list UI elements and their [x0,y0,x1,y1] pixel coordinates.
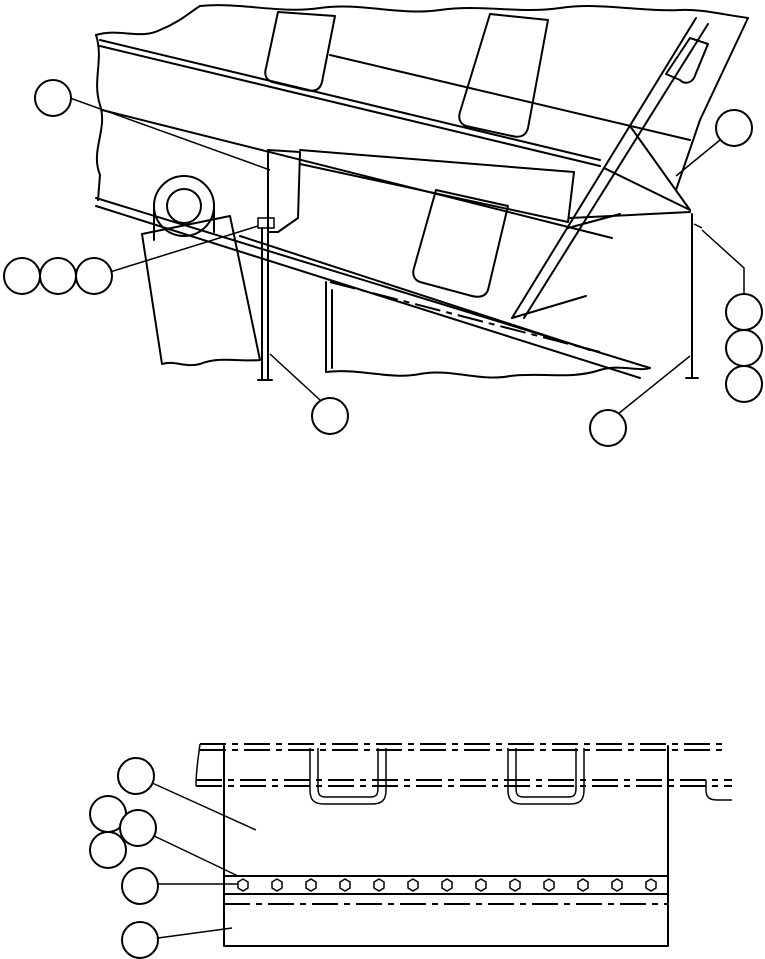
callout-bubble [89,831,127,869]
bolt-hex [543,878,555,892]
upper-panel-left [264,11,336,92]
leader-line-j [157,927,233,939]
callout-bubble [34,79,72,117]
upper-panel-right [458,13,549,138]
lower-panel [412,189,509,298]
lifting-eye-outer [153,175,215,237]
bolt-hex [611,878,623,892]
mount-bracket [267,149,301,233]
callout-bubble [121,867,159,905]
callout-bubble [725,293,763,331]
upper-rail-2 [99,45,601,167]
lower-frame-rail-2 [95,205,641,379]
callout-bubble [725,329,763,367]
lower-frame-hidden-line [329,281,601,353]
callout-bubble [39,257,77,295]
box-right-edge [675,17,749,191]
u-bracket-left-inner [317,748,379,798]
bolt-hex [441,878,453,892]
callout-bubble [725,365,763,403]
lower-callouts [89,757,159,959]
leader-line-d [675,139,721,177]
callout-bubble [3,257,41,295]
bolt-hex [475,878,487,892]
phantom-rail-left-end [195,743,201,787]
ladder-brace-3 [629,125,691,211]
u-bracket-right-inner [515,748,577,798]
bolt-hex [339,878,351,892]
box-left-break-edge [95,34,104,201]
callout-bubble [715,109,753,147]
bolt-hex [577,878,589,892]
callout-bubble [119,809,157,847]
mid-rail [329,54,691,141]
lower-body-break-edge [325,366,651,379]
upper-assembly-view [69,4,749,415]
callout-bubble [121,921,159,959]
upper-rail-1 [99,39,601,161]
panel-outline [223,745,669,947]
ladder-brace-2 [603,167,691,211]
ladder-handle [665,37,709,84]
leader-line-e [701,229,745,294]
leader-line-a [69,97,271,171]
callout-bubble [589,409,627,447]
bolt-hex [645,878,657,892]
ladder-rail-inner [523,23,709,319]
callout-bubble [75,257,113,295]
leader-line-b [109,225,259,273]
bolt-hex [509,878,521,892]
bolt-hex [407,878,419,892]
bolt-head [257,217,275,229]
lifting-eye-inner [166,188,202,224]
leader-line-h [149,833,239,877]
lower-frame-rail-3 [239,235,591,351]
right-post-cap [693,223,703,229]
u-bracket-edge [705,780,732,801]
upper-rail-3 [101,109,613,239]
bolt-row [237,878,657,892]
bolt-hex [237,878,249,892]
callout-bubble [311,397,349,435]
ladder-brace-4 [569,211,691,219]
upper-callouts [3,79,763,447]
bolt-hex [373,878,385,892]
leader-line-g [149,781,257,831]
u-bracket-left-outer [309,748,387,805]
step-bar [299,149,575,223]
bolt-hex [305,878,317,892]
leader-line-c [269,353,321,401]
bolt-hex [271,878,283,892]
mud-flap [141,215,261,367]
ladder-foot [511,295,587,319]
leader-line-f [617,355,691,415]
box-top-break-edge [95,4,749,36]
callout-bubble [117,757,155,795]
u-bracket-right-outer [507,748,585,805]
lower-panel-view [149,743,732,947]
